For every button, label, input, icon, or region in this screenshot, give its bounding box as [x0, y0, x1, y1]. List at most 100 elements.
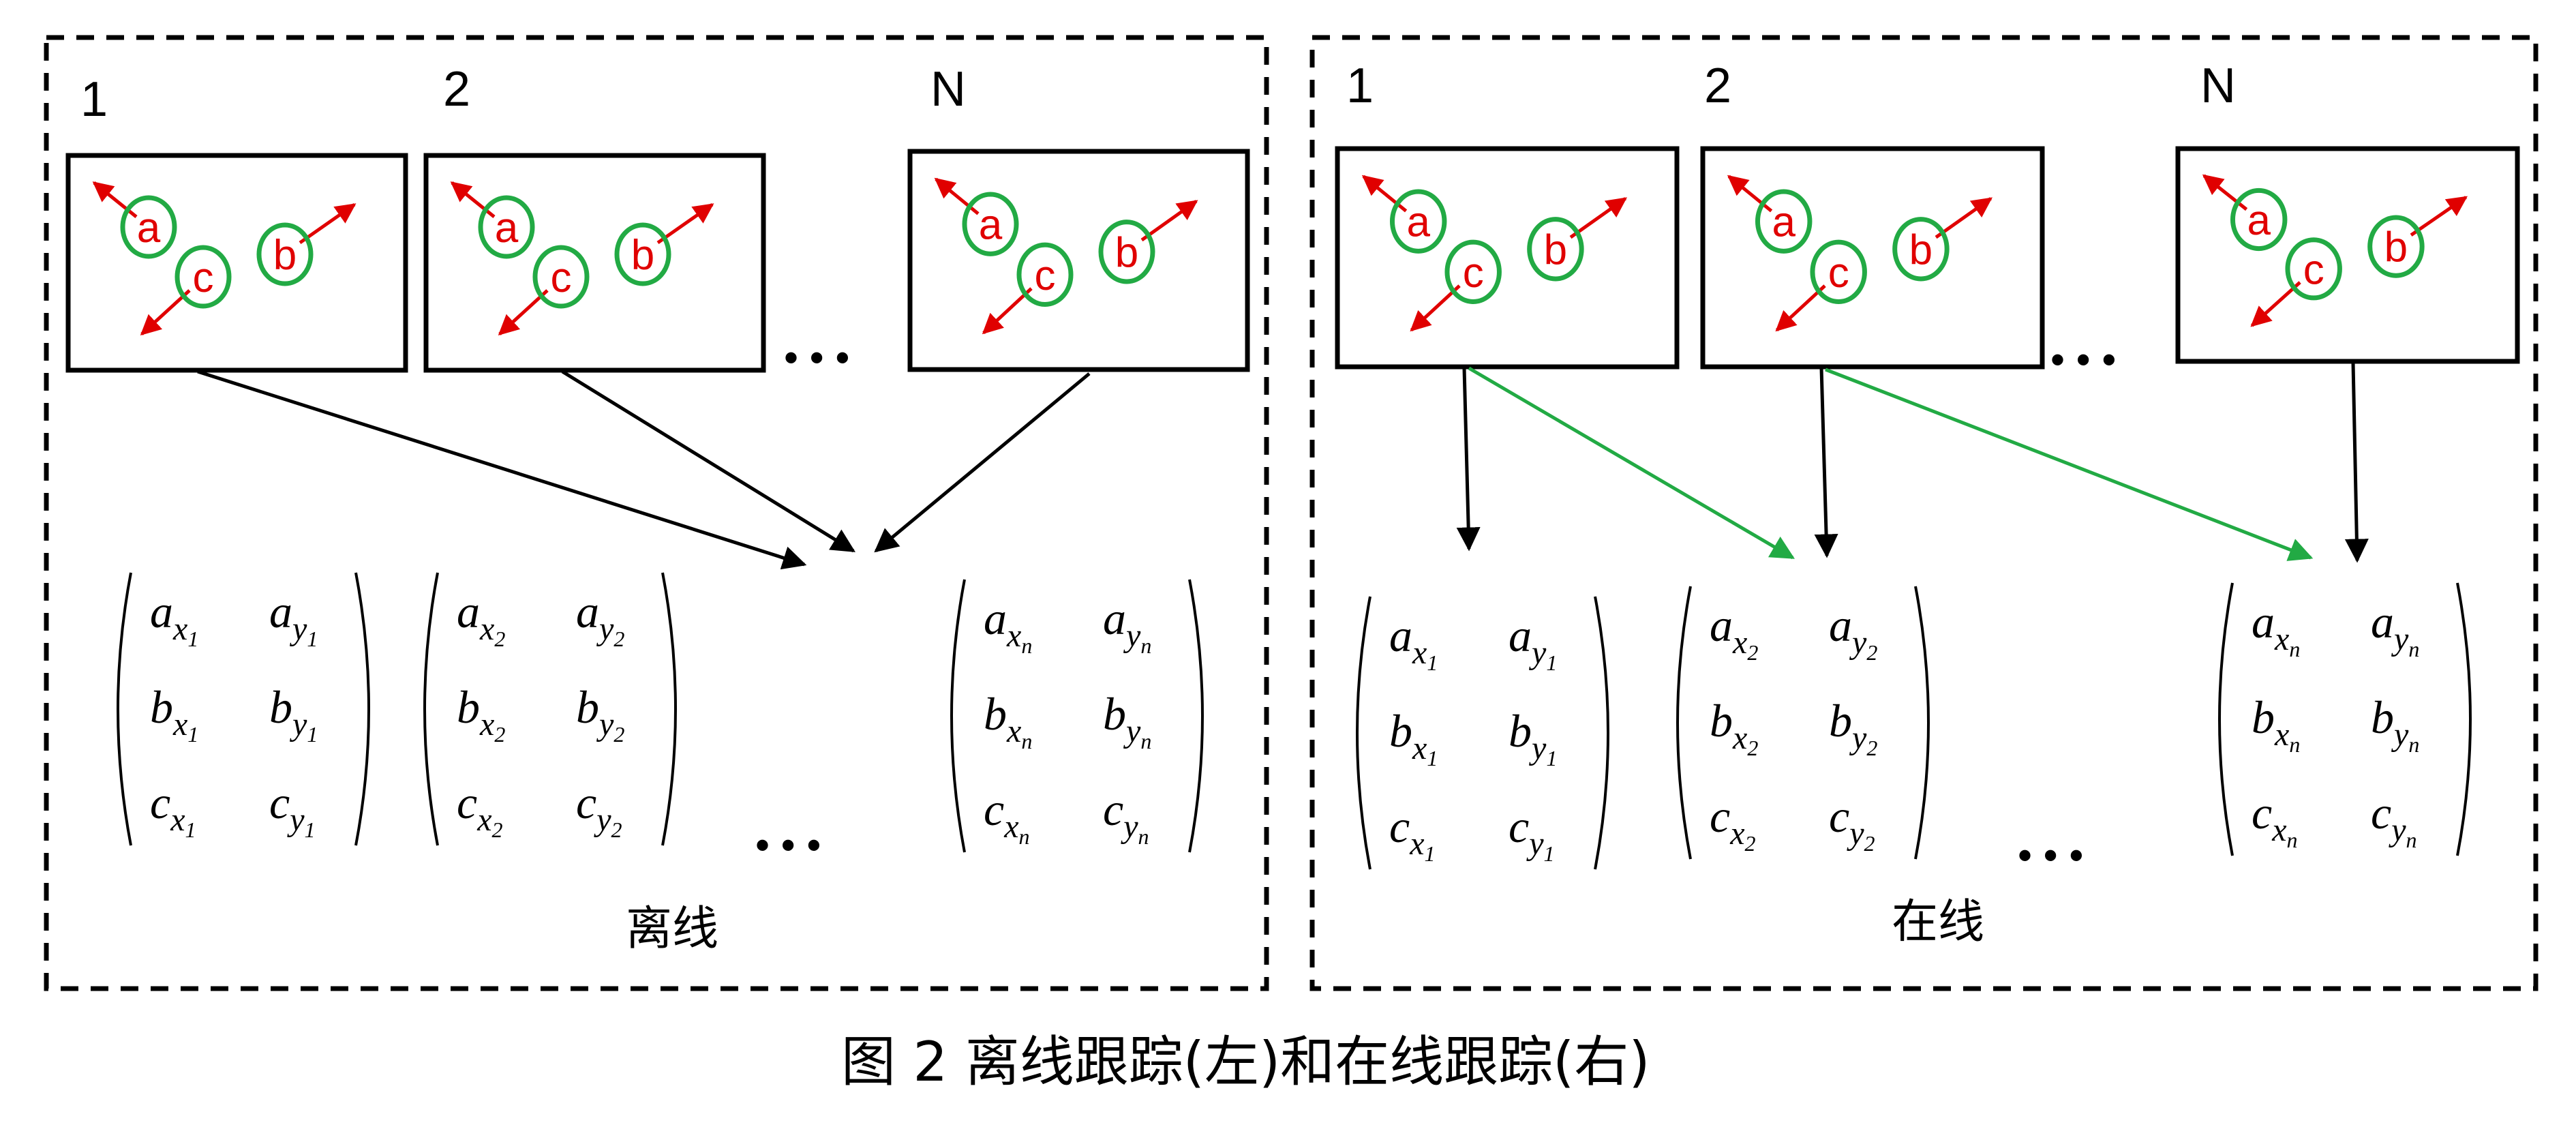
offline-caption: 离线: [626, 902, 718, 956]
point-label-c: c: [1463, 250, 1484, 297]
motion-arrow-c: [1775, 284, 1826, 332]
online-matrix-2-cell-b-y: by2: [1829, 695, 1877, 760]
online-frame-2-box: [1700, 146, 2045, 370]
offline-matrix-1-cell-b-y: by1: [269, 681, 318, 747]
offline-matrix-2-cell-a-y: ay2: [576, 586, 624, 651]
offline-matrix-ellipsis: • • •: [755, 822, 821, 868]
offline-matrix-n-cell-a-x: axn: [984, 592, 1032, 658]
online-link-2-next: [1825, 367, 2314, 561]
offline-frame-2-box: [423, 153, 766, 373]
online-matrix-n-cell-b-x: bxn: [2252, 691, 2300, 757]
motion-arrow-b: [299, 202, 357, 245]
offline-matrix-1-cell-a-y: ay1: [269, 586, 318, 651]
online-link-1-down: [1456, 367, 1481, 552]
offline-matrix-1-cell-a-x: ax1: [150, 586, 198, 651]
online-frame-n-box: [2175, 146, 2520, 364]
online-frame-label-n: N: [2200, 59, 2236, 113]
point-ring-a: [962, 192, 1019, 256]
point-ring-b: [2367, 215, 2425, 278]
online-caption: 在线: [1892, 895, 1984, 949]
point-label-a: a: [1406, 199, 1430, 246]
point-ring-b: [1527, 217, 1584, 282]
online-matrix-ellipsis: • • •: [2018, 832, 2083, 878]
online-matrix-n-cell-c-y: cyn: [2371, 787, 2417, 852]
online-frame-ellipsis: • • •: [2050, 337, 2116, 382]
offline-matrix-1: ax1 ay1 bx1 by1 cx1 cy1: [117, 572, 370, 846]
offline-matrix-1-cell-c-x: cx1: [150, 777, 196, 842]
motion-arrow-c: [140, 289, 191, 336]
online-matrix-n-cell-b-y: byn: [2371, 691, 2419, 757]
offline-matrix-n-left-paren: [950, 579, 966, 853]
point-label-c: c: [1035, 252, 1056, 299]
point-ring-c: [175, 245, 232, 309]
motion-arrow-b: [1935, 197, 1992, 239]
point-label-b: b: [1544, 226, 1567, 273]
offline-frame-n-box: [907, 149, 1250, 372]
point-ring-c: [1444, 239, 1502, 305]
motion-arrow-c: [1410, 284, 1461, 332]
point-ring-c: [532, 245, 590, 309]
online-matrix-2-right-paren: [1914, 586, 1930, 860]
online-matrix-n-cell-a-y: ayn: [2371, 596, 2419, 661]
point-label-c: c: [1828, 250, 1849, 297]
online-matrix-1-cell-c-y: cy1: [1509, 800, 1555, 866]
offline-frame-ellipsis: • • •: [784, 335, 849, 380]
offline-matrix-1-cell-c-y: cy1: [269, 777, 316, 842]
point-ring-a: [478, 195, 535, 259]
offline-matrix-n-cell-a-y: ayn: [1103, 592, 1151, 658]
point-label-c: c: [551, 254, 572, 301]
offline-matrix-1-right-paren: [354, 572, 370, 846]
online-matrix-2-left-paren: [1676, 586, 1692, 860]
online-panel-border: [1309, 35, 2539, 991]
point-label-b: b: [1909, 226, 1933, 273]
point-ring-b: [1098, 220, 1155, 284]
point-ring-a: [1755, 189, 1813, 254]
online-matrix-1-cell-a-x: ax1: [1389, 610, 1438, 675]
point-label-a: a: [979, 202, 1003, 249]
online-link-1-next: [1468, 366, 1795, 560]
point-ring-c: [2285, 237, 2342, 301]
point-ring-a: [1389, 189, 1447, 254]
online-matrix-1-cell-b-y: by1: [1509, 705, 1557, 770]
point-label-a: a: [1772, 199, 1795, 246]
online-matrix-n-cell-c-x: cxn: [2252, 787, 2298, 852]
online-frame-1-box: [1335, 146, 1680, 370]
online-matrix-1-right-paren: [1594, 596, 1609, 870]
offline-matrix-1-cell-b-x: bx1: [150, 681, 198, 747]
offline-matrix-2-left-paren: [423, 572, 439, 846]
online-matrix-2-cell-b-x: bx2: [1710, 695, 1758, 760]
offline-frame-label-n: N: [930, 62, 966, 117]
point-label-b: b: [2384, 224, 2408, 271]
point-label-b: b: [631, 232, 654, 279]
point-ring-b: [256, 222, 314, 286]
offline-frame-1-box: [65, 153, 408, 373]
motion-arrow-c: [2250, 281, 2301, 327]
offline-link-1: [197, 370, 807, 570]
offline-matrix-2-cell-c-x: cx2: [457, 777, 503, 842]
offline-frame-label-2: 2: [443, 62, 470, 117]
point-label-a: a: [495, 205, 519, 252]
online-frame-label-2: 2: [1704, 59, 1731, 113]
offline-matrix-n-cell-b-x: bxn: [984, 688, 1032, 753]
online-matrix-1-cell-b-x: bx1: [1389, 705, 1438, 770]
online-frame-label-1: 1: [1346, 59, 1374, 113]
motion-arrow-b: [1569, 197, 1627, 239]
point-ring-c: [1016, 242, 1074, 307]
online-matrix-n-right-paren: [2456, 582, 2472, 856]
offline-frame-2: ac b: [423, 153, 766, 373]
point-label-b: b: [273, 232, 297, 279]
online-matrix-n-cell-a-x: axn: [2252, 596, 2300, 661]
offline-link-2: [561, 370, 855, 553]
online-matrix-2-cell-a-x: ax2: [1710, 599, 1758, 665]
offline-matrix-2-cell-c-y: cy2: [576, 777, 622, 842]
online-frame-1: ac b: [1335, 146, 1680, 370]
online-matrix-2-cell-a-y: ay2: [1829, 599, 1877, 665]
online-link-n-down: [2344, 362, 2369, 563]
